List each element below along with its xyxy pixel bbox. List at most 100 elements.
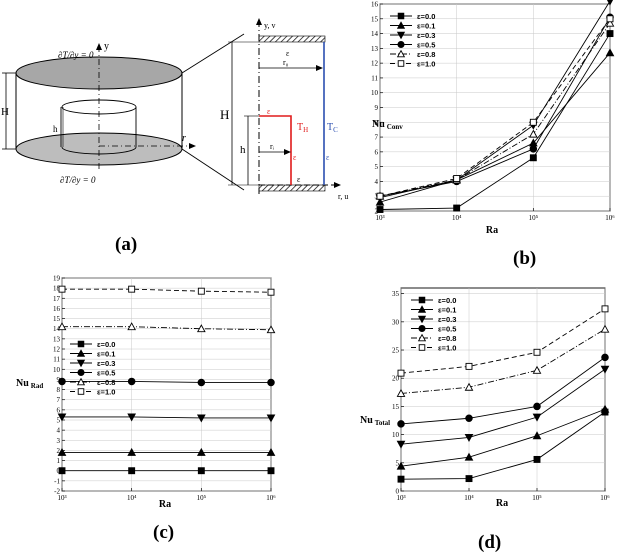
data-point [601,305,609,313]
y-tick-label: 10 [392,431,400,439]
y-tick-label: 15 [53,315,61,323]
data-point [464,382,474,391]
x-tick-label: 10³ [396,494,405,502]
data-point [396,388,406,397]
legend-marker [418,296,426,304]
data-point [266,447,276,456]
legend-label: ε=0.8 [438,334,456,343]
series-line [379,22,611,197]
legend-marker [77,340,85,348]
data-point [606,30,614,38]
y-tick-label: 10 [371,89,379,97]
data-point [600,365,610,374]
y-tick-label: 20 [392,375,400,383]
legend-marker [77,388,85,395]
panel-label-a: (a) [115,234,137,255]
data-point [529,154,537,162]
legend-marker [76,359,86,368]
legend-label: ε=0.1 [97,350,115,359]
x-tick-label: 10⁵ [529,214,539,222]
legend: ε=0.0ε=0.1ε=0.3ε=0.5ε=0.8ε=1.0 [390,12,435,69]
y-tick-label: 15 [371,15,379,23]
legend-label: ε=0.3 [97,359,115,368]
y-tick-label: 13 [53,335,61,343]
x-tick-label: 10³ [375,214,384,222]
y-tick-label: 5 [375,163,379,171]
yv-label: y, v [264,21,275,30]
data-point [57,447,67,456]
y-tick-label: 10 [53,366,61,374]
data-point [266,325,276,334]
series-line [379,52,611,203]
legend-label: ε=0.0 [417,12,435,21]
data-point [127,413,137,422]
data-point [397,475,405,483]
data-point [600,324,610,333]
x-axis-title: Ra [486,225,498,236]
data-point [528,129,538,138]
y-tick-label: 6 [57,406,61,414]
legend-label: ε=0.1 [438,306,456,315]
series-line [400,328,606,394]
panel-label-c: (c) [153,522,174,543]
legend-label: ε=1.0 [438,344,456,353]
y-tick-label: 12 [371,60,379,68]
data-point [376,192,384,200]
H-label-domain: H [220,107,229,122]
data-point [376,206,384,213]
data-point [465,362,473,370]
h-label-left: h [53,124,58,134]
y-tick-label: 4 [57,427,61,435]
y-tick-label: 16 [371,1,379,9]
y-axis-title-sub: Conv [387,123,403,131]
y-tick-label: 17 [53,295,61,303]
y-tick-label: 7 [57,396,61,404]
data-point [267,467,275,475]
data-point [532,431,542,440]
series-line [400,368,606,445]
projection-top [181,33,245,74]
series-line [62,326,272,331]
TC-label: TC [327,122,338,134]
cylinder-diagram: y r H h ∂T/∂y = 0 ∂T/∂y = 0 [1,33,245,191]
x-tick-label: 10⁴ [464,494,474,502]
data-point [533,455,541,463]
data-point [601,353,609,362]
y-axis-title-main: Nu [360,415,373,426]
plot-frame [400,287,606,492]
bc-bottom-label: ∂T/∂y = 0 [60,175,96,185]
data-point [197,467,205,475]
ru-label: r, u [338,192,348,201]
legend-label: ε=1.0 [97,388,115,397]
legend-marker [397,12,405,20]
y-tick-label: 1 [57,457,61,465]
y-tick-label: 11 [371,74,378,82]
eps-hot-side: ε [293,153,297,162]
legend-marker [396,49,406,58]
eps-hot-top: ε [267,107,271,116]
hot-wall [259,115,292,185]
data-point [396,440,406,449]
legend-marker [76,377,86,386]
bc-top-label: ∂T/∂y = 0 [58,50,94,60]
data-point [529,118,537,126]
legend-marker [396,31,406,40]
data-point [58,467,66,475]
data-point [605,48,615,57]
data-point [266,414,276,423]
data-point [606,15,614,23]
eps-bottom: ε [297,175,301,184]
legend-label: ε=0.0 [438,296,456,305]
data-point [532,365,542,374]
ro-arrowhead-icon [316,65,323,71]
y-axis-title-main: Nu [372,119,385,130]
x-tick-label: 10⁵ [197,494,207,502]
y-tick-label: 3 [57,437,61,445]
legend-marker [77,368,85,377]
eps-cold: ε [326,153,330,162]
ro-label: r₀ [283,58,289,67]
